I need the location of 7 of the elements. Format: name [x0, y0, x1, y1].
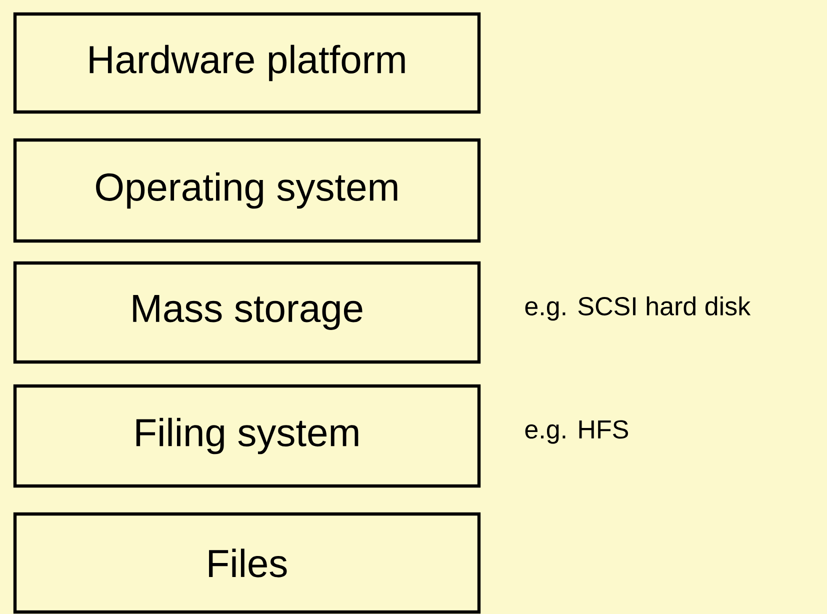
layer-box: Files [13, 512, 481, 614]
layer-box: Operating system [13, 138, 481, 243]
example-note: e.g. HFS [525, 420, 628, 444]
layer-box: Hardware platform [13, 12, 481, 114]
layer-box: Filing system [13, 384, 481, 488]
example-note: e.g. SCSI hard disk [525, 296, 751, 321]
layer-box: Mass storage [13, 261, 481, 364]
